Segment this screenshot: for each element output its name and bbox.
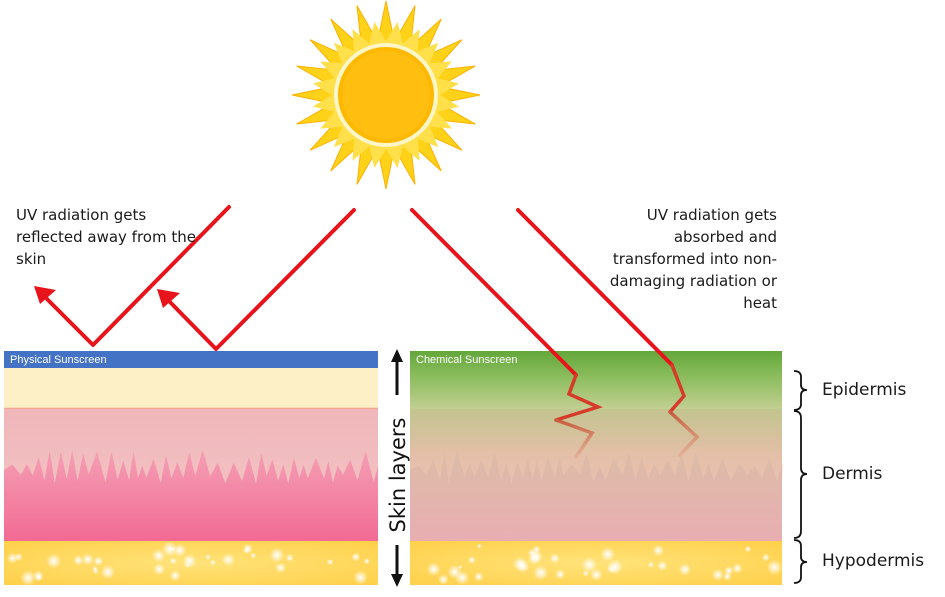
fat-cell-dot: [582, 570, 590, 577]
fat-cell-dot: [250, 552, 257, 559]
fat-cell-dot: [652, 544, 665, 557]
arrowhead-2: [157, 289, 180, 308]
fat-cell-dot: [173, 543, 187, 558]
fat-cell-dot: [100, 564, 116, 580]
dermis-label: Dermis: [822, 464, 883, 484]
fat-cell-dot: [46, 553, 62, 569]
dermis-brace: [793, 410, 808, 539]
chemical-skin-panel: [410, 351, 783, 585]
chemical-sunscreen-label: Chemical Sunscreen: [416, 354, 518, 366]
fat-cell-dot: [647, 561, 654, 568]
physical-skin-panel: [4, 351, 379, 586]
hypodermis-label: Hypodermis: [822, 551, 925, 571]
skin-layers-label: Skin layers: [386, 417, 410, 533]
fat-cell-dot: [711, 568, 725, 581]
fat-cell-dot: [589, 568, 603, 582]
fat-cell-dot: [533, 565, 549, 581]
fat-cell-dot: [275, 562, 286, 574]
fat-cell-dot: [152, 549, 166, 563]
curly-brace-icon: [793, 370, 808, 584]
uv-ray-absorbed-2: [516, 208, 674, 367]
fat-cell-dot: [169, 557, 177, 565]
hypodermis-brace: [793, 539, 808, 584]
fat-cell-dot: [35, 574, 43, 581]
fat-cell-dot: [353, 570, 368, 585]
physical-sunscreen-layer: [4, 351, 378, 368]
uv-ray-reflected-1: [42, 205, 231, 347]
fat-cell-dot: [7, 552, 18, 564]
fat-cell-dot: [657, 560, 668, 571]
fat-cell-dot: [761, 553, 771, 562]
fat-cell-dot: [549, 553, 560, 564]
fat-cell-dot: [20, 570, 36, 586]
sun-icon: [291, 0, 481, 190]
fat-cell-dot: [269, 547, 285, 563]
fat-cell-dot: [73, 555, 84, 566]
fat-cell-dot: [169, 570, 181, 582]
fat-cell-dot: [153, 563, 166, 576]
double-arrow-icon: [391, 349, 403, 587]
uv-ray-reflected-2: [166, 208, 356, 351]
fat-cell-dot: [243, 547, 250, 554]
fat-cell-dot: [81, 553, 94, 566]
dermis-papillae: [4, 449, 379, 541]
fat-cell-dot: [473, 571, 484, 582]
reflected-label: UV radiation gets reflected away from th…: [16, 206, 196, 268]
fat-cell-dot: [205, 554, 211, 561]
fat-cell-dot: [182, 553, 197, 568]
fat-cell-dot: [581, 557, 597, 573]
arrowhead-1: [34, 286, 56, 304]
fat-cell-dot: [363, 557, 371, 565]
fat-cell-dot: [678, 563, 692, 576]
fat-cell-dot: [723, 565, 734, 576]
absorbed-uv-rays: [410, 208, 700, 459]
dermis-papillae: [410, 450, 783, 541]
fat-cell-dot: [92, 568, 99, 575]
fat-cell-dot: [221, 553, 235, 567]
fat-cell-dot: [447, 564, 462, 580]
fat-cell-dot: [555, 569, 566, 580]
fat-cell-dot: [476, 543, 482, 549]
fat-cell-dot: [744, 545, 752, 553]
fat-cell-dot: [766, 559, 783, 576]
epidermis-brace: [793, 370, 808, 411]
fat-cell-dot: [600, 546, 616, 562]
epidermis-label: Epidermis: [822, 380, 907, 400]
fat-cell-dot: [607, 559, 623, 575]
absorbed-label: UV radiation gets absorbed and transform…: [609, 206, 777, 312]
fat-cell-dot: [438, 574, 449, 585]
fat-cell-dot: [93, 556, 104, 567]
physical-sunscreen-label: Physical Sunscreen: [10, 354, 107, 366]
fat-cell-dot: [351, 552, 361, 562]
reflected-uv-rays: [34, 205, 356, 351]
fat-cell-dot: [512, 556, 528, 572]
physical-epidermis: [4, 368, 378, 409]
fat-cell-dot: [467, 556, 476, 564]
fat-cell-dot: [527, 548, 537, 557]
fat-cell-dot: [209, 559, 216, 566]
fat-cell-dot: [426, 562, 441, 577]
fat-cell-dot: [732, 563, 743, 574]
fat-cell-dot: [326, 558, 334, 566]
fat-cell-dot: [285, 553, 294, 563]
chemical-sunscreen-layer: [410, 351, 782, 409]
uv-ray-absorbed-1: [410, 208, 578, 377]
